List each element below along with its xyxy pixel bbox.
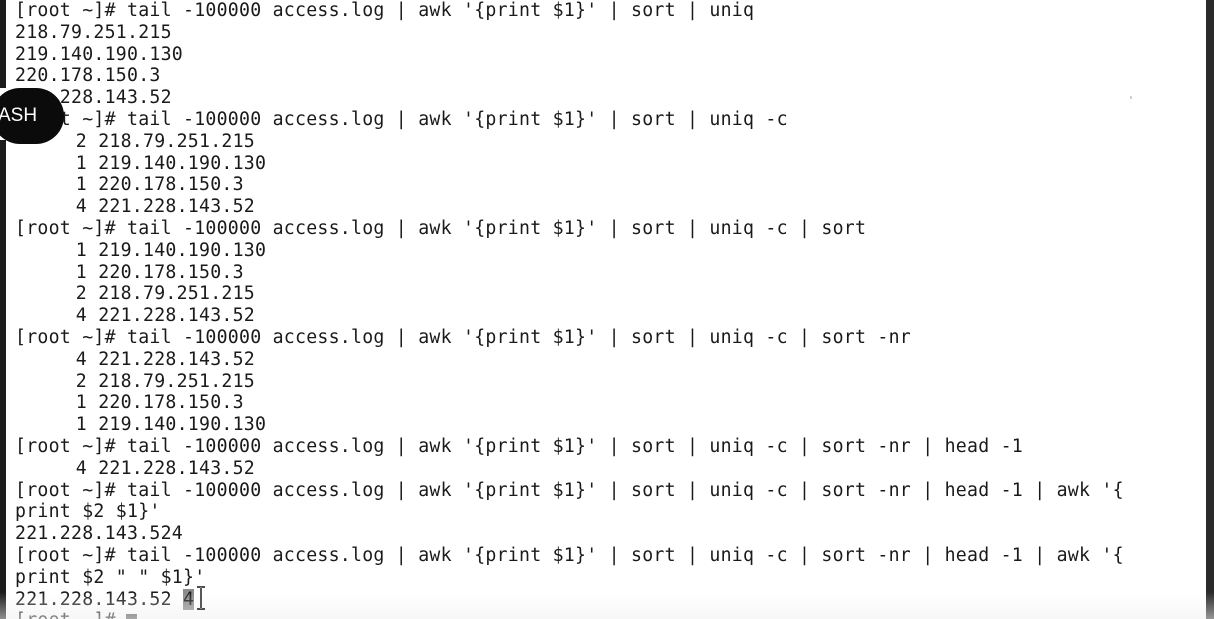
count-value: 4 <box>75 196 87 218</box>
output-line: print $2 " " $1}' <box>15 567 1200 589</box>
shell-badge-label: ASH <box>0 105 38 126</box>
output-line: 220.178.150.3 <box>15 65 1200 87</box>
count-output-line: 4 221.228.143.52 <box>15 196 1200 218</box>
count-value: 1 <box>75 414 87 436</box>
shell-prompt: [root ~]# <box>15 610 116 619</box>
count-output-line: 1 219.140.190.130 <box>15 153 1200 175</box>
ip-address: 218.79.251.215 <box>98 130 256 152</box>
ip-address: 219.140.190.130 <box>98 239 267 261</box>
screen-speck <box>1130 96 1132 99</box>
command-text: tail -100000 access.log | awk '{print $1… <box>115 479 1124 501</box>
count-output-line: 1 219.140.190.130 <box>15 240 1200 262</box>
terminal-output[interactable]: [root ~]# tail -100000 access.log | awk … <box>15 0 1200 619</box>
count-value: 1 <box>75 392 87 414</box>
output-text: 218.79.251.215 <box>15 21 172 43</box>
ip-address: 221.228.143.52 <box>98 348 256 370</box>
output-text: 220.178.150.3 <box>15 65 161 87</box>
shell-prompt: [root ~]# <box>15 479 116 501</box>
count-value: 1 <box>75 239 87 261</box>
output-line: 219.140.190.130 <box>15 44 1200 66</box>
command-line: [root ~]# tail -100000 access.log | awk … <box>15 480 1200 502</box>
window-left-edge-lower <box>0 140 6 619</box>
output-line: 221.228.143.52 <box>15 87 1200 109</box>
active-prompt-line: [root ~]# <box>15 610 1200 619</box>
count-output-line: 1 220.178.150.3 <box>15 262 1200 284</box>
output-text: 219.140.190.130 <box>15 43 183 65</box>
command-line: [root ~]# tail -100000 access.log | awk … <box>15 218 1200 240</box>
output-line: 218.79.251.215 <box>15 22 1200 44</box>
shell-prompt: [root ~]# <box>15 217 116 239</box>
count-output-line: 2 218.79.251.215 <box>15 371 1200 393</box>
count-output-line: 1 220.178.150.3 <box>15 174 1200 196</box>
count-output-line: 1 220.178.150.3 <box>15 392 1200 414</box>
count-output-line: 1 219.140.190.130 <box>15 414 1200 436</box>
command-text: tail -100000 access.log | awk '{print $1… <box>115 326 911 348</box>
shell-badge: ASH <box>0 88 64 144</box>
shell-prompt: [root ~]# <box>15 0 116 21</box>
command-line: [root ~]# tail -100000 access.log | awk … <box>15 0 1200 22</box>
count-output-line: 4 221.228.143.52 <box>15 349 1200 371</box>
shell-prompt: [root ~]# <box>15 544 116 566</box>
command-text: tail -100000 access.log | awk '{print $1… <box>115 544 1124 566</box>
ip-address: 221.228.143.52 <box>98 196 256 218</box>
output-text: print $2 " " $1}' <box>15 566 206 588</box>
count-value: 1 <box>75 174 87 196</box>
command-line: [root ~]# tail -100000 access.log | awk … <box>15 327 1200 349</box>
output-line: 221.228.143.524 <box>15 523 1200 545</box>
ip-address: 219.140.190.130 <box>98 414 267 436</box>
count-value: 4 <box>75 348 87 370</box>
ip-address: 220.178.150.3 <box>98 261 244 283</box>
command-text: tail -100000 access.log | awk '{print $1… <box>115 217 867 239</box>
output-text: 221.228.143.52 <box>15 588 183 610</box>
count-output-line: 2 218.79.251.215 <box>15 131 1200 153</box>
count-value: 4 <box>75 457 87 479</box>
command-line: [root ~]# tail -100000 access.log | awk … <box>15 109 1200 131</box>
block-caret-icon <box>125 614 137 619</box>
shell-prompt: [root ~]# <box>15 435 116 457</box>
count-value: 2 <box>75 370 87 392</box>
command-line: [root ~]# tail -100000 access.log | awk … <box>15 545 1200 567</box>
count-output-line: 4 221.228.143.52 <box>15 305 1200 327</box>
ip-address: 218.79.251.215 <box>98 370 256 392</box>
window-right-edge <box>1206 0 1214 619</box>
command-text: tail -100000 access.log | awk '{print $1… <box>115 435 1023 457</box>
selected-text[interactable]: 4 <box>183 588 195 610</box>
count-output-line: 4 221.228.143.52 <box>15 458 1200 480</box>
count-output-line: 2 218.79.251.215 <box>15 283 1200 305</box>
count-value: 4 <box>75 305 87 327</box>
ip-address: 221.228.143.52 <box>98 305 256 327</box>
command-text: tail -100000 access.log | awk '{print $1… <box>115 0 755 21</box>
count-value: 1 <box>75 152 87 174</box>
window-left-edge <box>0 0 6 88</box>
ip-address: 221.228.143.52 <box>98 457 256 479</box>
output-text: 221.228.143.524 <box>15 523 183 545</box>
count-value: 1 <box>75 261 87 283</box>
ip-address: 219.140.190.130 <box>98 152 267 174</box>
ip-address: 220.178.150.3 <box>98 174 244 196</box>
output-line-with-selection: 221.228.143.52 4 <box>15 588 1200 611</box>
shell-prompt: [root ~]# <box>15 326 116 348</box>
i-beam-cursor-icon <box>197 586 205 610</box>
output-text: print $2 $1}' <box>15 501 161 523</box>
command-text: tail -100000 access.log | awk '{print $1… <box>115 108 788 130</box>
ip-address: 218.79.251.215 <box>98 283 256 305</box>
count-value: 2 <box>75 283 87 305</box>
count-value: 2 <box>75 130 87 152</box>
command-line: [root ~]# tail -100000 access.log | awk … <box>15 436 1200 458</box>
ip-address: 220.178.150.3 <box>98 392 244 414</box>
output-line: print $2 $1}' <box>15 501 1200 523</box>
